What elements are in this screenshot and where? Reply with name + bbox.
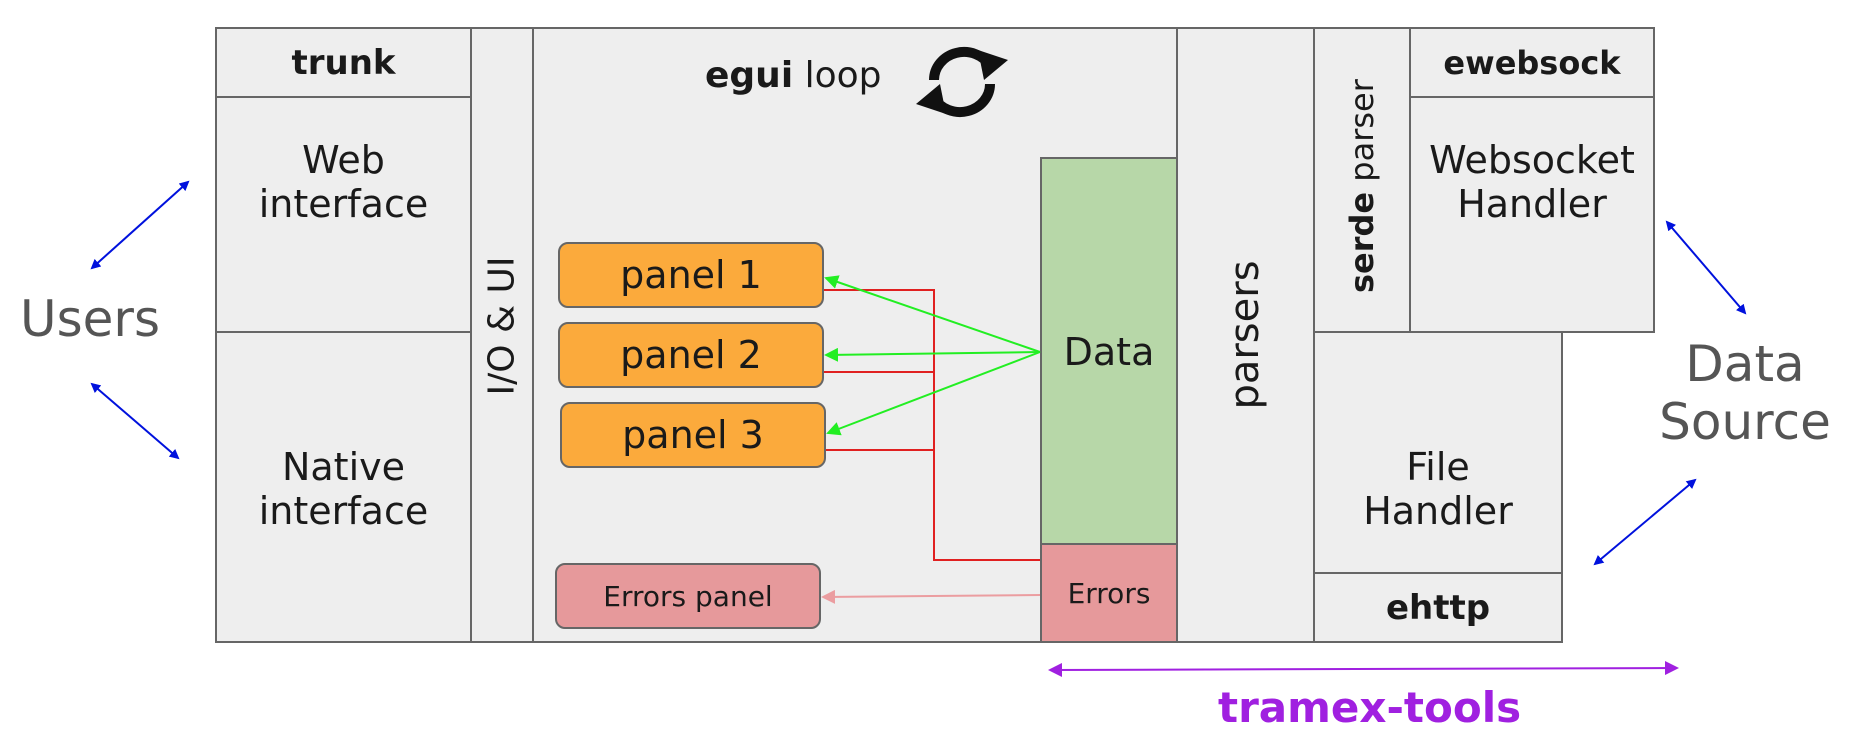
io-ui-label: I/O & UI: [481, 256, 523, 396]
native-interface-label: Native interface: [258, 445, 429, 533]
data-source-label: Data Source: [1659, 335, 1831, 451]
panel-1: panel 1: [558, 242, 824, 308]
trunk-title: trunk: [291, 42, 396, 83]
websocket-handler-box: Websocket Handler: [1409, 96, 1655, 333]
egui-loop-title: egui loop: [705, 55, 882, 96]
serde-parser-label: serde parser: [1343, 79, 1381, 293]
native-interface-box: Native interface: [215, 331, 472, 643]
users-native-arrow: [90, 382, 180, 460]
refresh-icon: [916, 46, 1008, 118]
users-label: Users: [19, 290, 160, 348]
parsers-label: parsers: [1222, 260, 1268, 410]
parsers-box: [1176, 27, 1315, 643]
trunk-header: trunk: [215, 27, 472, 98]
websocket-handler-label: Websocket Handler: [1429, 138, 1635, 226]
errors-panel: Errors panel: [555, 563, 821, 629]
web-interface-label: Web interface: [258, 138, 429, 226]
io-ui-box: [470, 27, 534, 643]
serde-rest: parser: [1343, 79, 1381, 192]
users-web-arrow: [90, 180, 190, 270]
errors-label: Errors: [1067, 576, 1151, 610]
tramex-tools-label: tramex-tools: [1218, 683, 1522, 732]
panel-3: panel 3: [560, 402, 826, 468]
data-box: Data: [1040, 157, 1178, 546]
errors-box: Errors: [1040, 543, 1178, 643]
ehttp-title: ehttp: [1385, 587, 1491, 628]
file-handler-box: File Handler: [1313, 331, 1563, 574]
ehttp-box: ehttp: [1313, 572, 1563, 643]
egui-rest: loop: [793, 55, 882, 96]
panel-2: panel 2: [558, 322, 824, 388]
file-handler-label: File Handler: [1363, 445, 1513, 533]
egui-bold: egui: [705, 55, 794, 96]
web-interface-box: Web interface: [215, 96, 472, 333]
ewebsock-title: ewebsock: [1443, 43, 1621, 82]
websocket-source-arrow: [1665, 220, 1747, 315]
tramex-span-arrow: [1048, 661, 1679, 677]
serde-bold: serde: [1343, 191, 1381, 293]
file-source-arrow: [1593, 478, 1697, 566]
data-label: Data: [1063, 329, 1155, 374]
ewebsock-header: ewebsock: [1409, 27, 1655, 98]
